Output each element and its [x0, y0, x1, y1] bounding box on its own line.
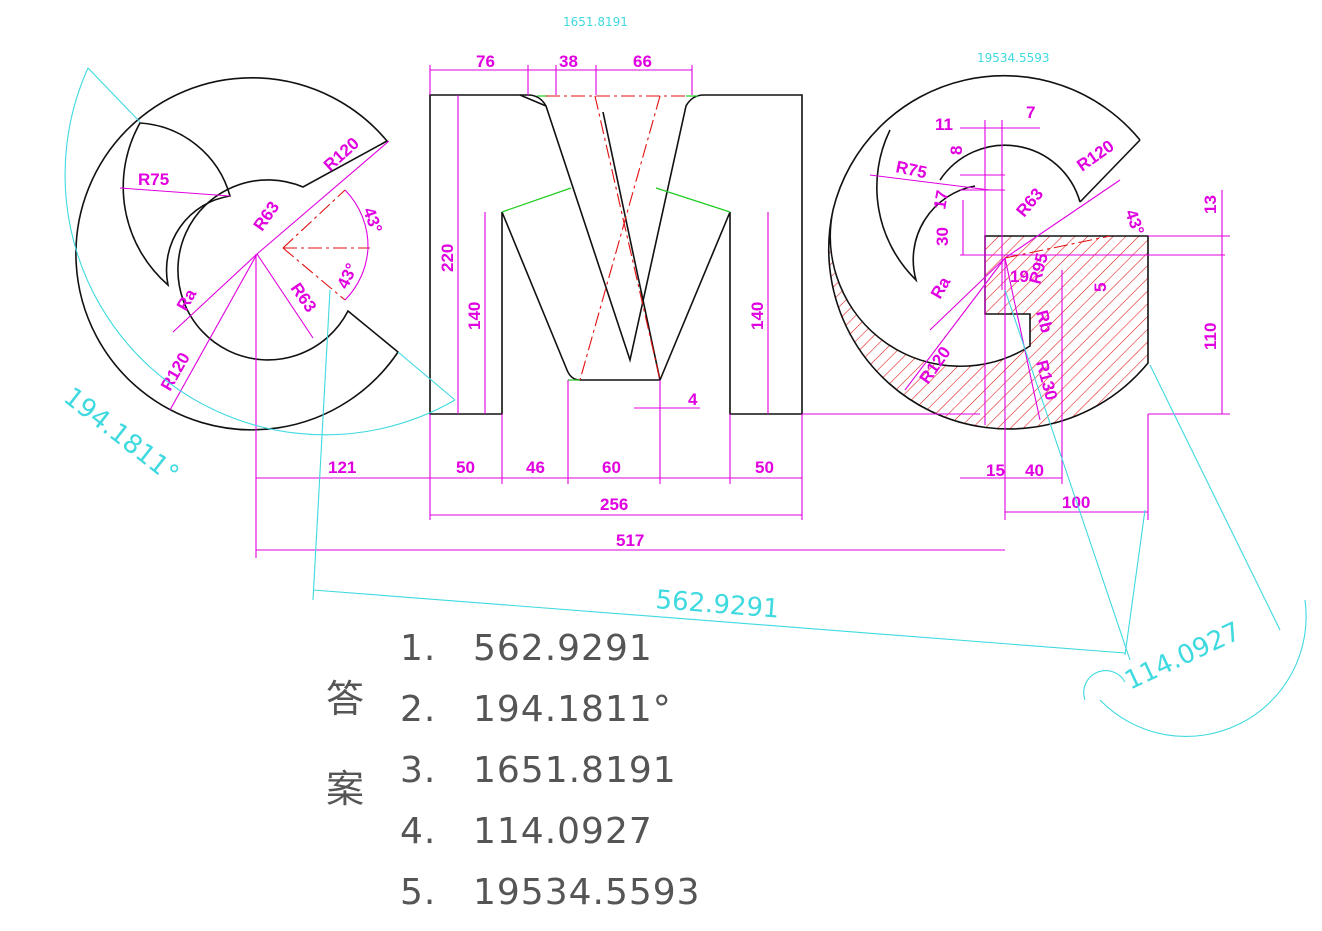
c-angle-arc [344, 189, 369, 249]
m-label-4: 4 [688, 390, 698, 409]
label-121: 121 [328, 458, 356, 477]
c-radius-line [169, 253, 258, 411]
c-label-r75: R75 [138, 170, 169, 189]
m-label-38: 38 [559, 52, 578, 71]
answers-title-1: 答 [326, 677, 364, 721]
g-radius [1004, 179, 1121, 259]
c-radius-line [256, 253, 314, 339]
g-label-ra: Ra [927, 273, 955, 302]
answer-value: 562.9291 [473, 628, 653, 669]
c-centerline [282, 189, 346, 249]
answer-value: 114.0927 [473, 811, 653, 852]
arclen-label: 114.0927 [1120, 617, 1245, 697]
g-label-30: 30 [933, 227, 952, 246]
c-label-r63-bottom: R63 [287, 279, 320, 315]
area-g-value: 19534.5593 [977, 51, 1050, 65]
letter-m: 76 38 66 220 140 140 4 50 46 60 50 256 1… [255, 52, 1005, 558]
g-label-angle: 43° [1121, 207, 1148, 238]
letter-g: 11 7 8 R75 R120 17 R63 43° 13 30 19 R95 … [802, 74, 1230, 520]
g-label-19: 19 [1010, 267, 1029, 286]
arc-angle-ext [397, 351, 456, 401]
answer-value: 19534.5593 [473, 872, 701, 913]
g-label-r63: R63 [1013, 184, 1048, 220]
m-label-140-right: 140 [748, 302, 767, 330]
arc-angle-dimension [64, 67, 456, 436]
answer-number: 3. [400, 750, 436, 791]
m-centerline [579, 95, 661, 381]
c-radius-line [172, 253, 258, 333]
answer-number: 4. [400, 811, 436, 852]
arclen-symbol [1083, 670, 1126, 701]
g-crescent [876, 129, 976, 283]
arclen-ext [1124, 509, 1146, 656]
area-m-value: 1651.8191 [563, 15, 628, 29]
g-label-100: 100 [1062, 493, 1090, 512]
g-hatched-region [827, 209, 1149, 430]
c-radius-line [119, 187, 231, 197]
answers-title-2: 案 [326, 767, 364, 811]
m-label-140-left: 140 [465, 302, 484, 330]
g-label-11: 11 [935, 115, 953, 134]
m-label-50-right: 50 [755, 458, 774, 477]
answers-list: 1. 562.9291 2. 194.1811° 3. 1651.8191 4. 114.09… [400, 628, 701, 913]
answer-number: 1. [400, 628, 436, 669]
g-radius [904, 257, 1006, 391]
g-label-40: 40 [1025, 461, 1044, 480]
c-label-angle-top: 43° [359, 205, 386, 236]
m-label-220: 220 [438, 244, 457, 272]
m-label-60: 60 [602, 458, 621, 477]
c-angle-arc [344, 247, 369, 301]
distance-dimension [312, 589, 1126, 654]
g-centerline [1004, 235, 1111, 259]
c-outline [75, 77, 400, 431]
c-label-angle-bottom: 43° [333, 260, 361, 292]
distance-ext [312, 289, 331, 601]
answers-block: 答 案 1. 562.9291 2. 194.1811° 3. 1651.8191 4. 11… [326, 628, 701, 913]
arclen-dimension [1099, 599, 1307, 737]
answer-value: 194.1811° [473, 689, 672, 730]
g-radius [929, 257, 1006, 331]
g-upper-arc [832, 74, 1141, 211]
c-label-r63-top: R63 [250, 198, 283, 234]
answer-number: 5. [400, 872, 436, 913]
g-radius [869, 174, 991, 191]
label-517: 517 [616, 531, 644, 550]
distance-label: 562.9291 [654, 585, 780, 625]
g-label-13: 13 [1201, 195, 1220, 214]
g-inner-arc [939, 144, 1081, 203]
answer-number: 2. [400, 689, 436, 730]
m-label-50-left: 50 [456, 458, 475, 477]
m-label-256: 256 [600, 495, 628, 514]
m-perp-line [655, 187, 731, 213]
m-label-66: 66 [633, 52, 652, 71]
arc-angle-ext [87, 67, 141, 123]
arc-angle-label: 194.1811° [58, 382, 184, 490]
m-label-76: 76 [476, 52, 495, 71]
g-label-15: 15 [986, 461, 1005, 480]
m-perp-line [501, 187, 572, 213]
g-label-8: 8 [947, 146, 966, 155]
m-edge [602, 111, 661, 381]
c-centerline [282, 247, 346, 301]
m-edge [519, 94, 547, 107]
m-label-46: 46 [526, 458, 545, 477]
m-outline [429, 94, 803, 415]
c-inner-crescent [122, 122, 232, 288]
letter-c: R75 R120 R63 Ra R63 R120 43° 43° [75, 77, 400, 431]
g-edge [1079, 139, 1141, 203]
g-radius [1004, 257, 1041, 421]
m-centerline [594, 95, 661, 381]
arclen-ext [1149, 364, 1281, 631]
g-label-5: 5 [1091, 283, 1110, 292]
answer-value: 1651.8191 [473, 750, 677, 791]
g-label-17: 17 [930, 189, 952, 211]
g-label-110: 110 [1201, 323, 1220, 350]
c-radius-line [256, 140, 390, 255]
g-label-7: 7 [1026, 103, 1035, 122]
distance-ext [1004, 289, 1131, 661]
